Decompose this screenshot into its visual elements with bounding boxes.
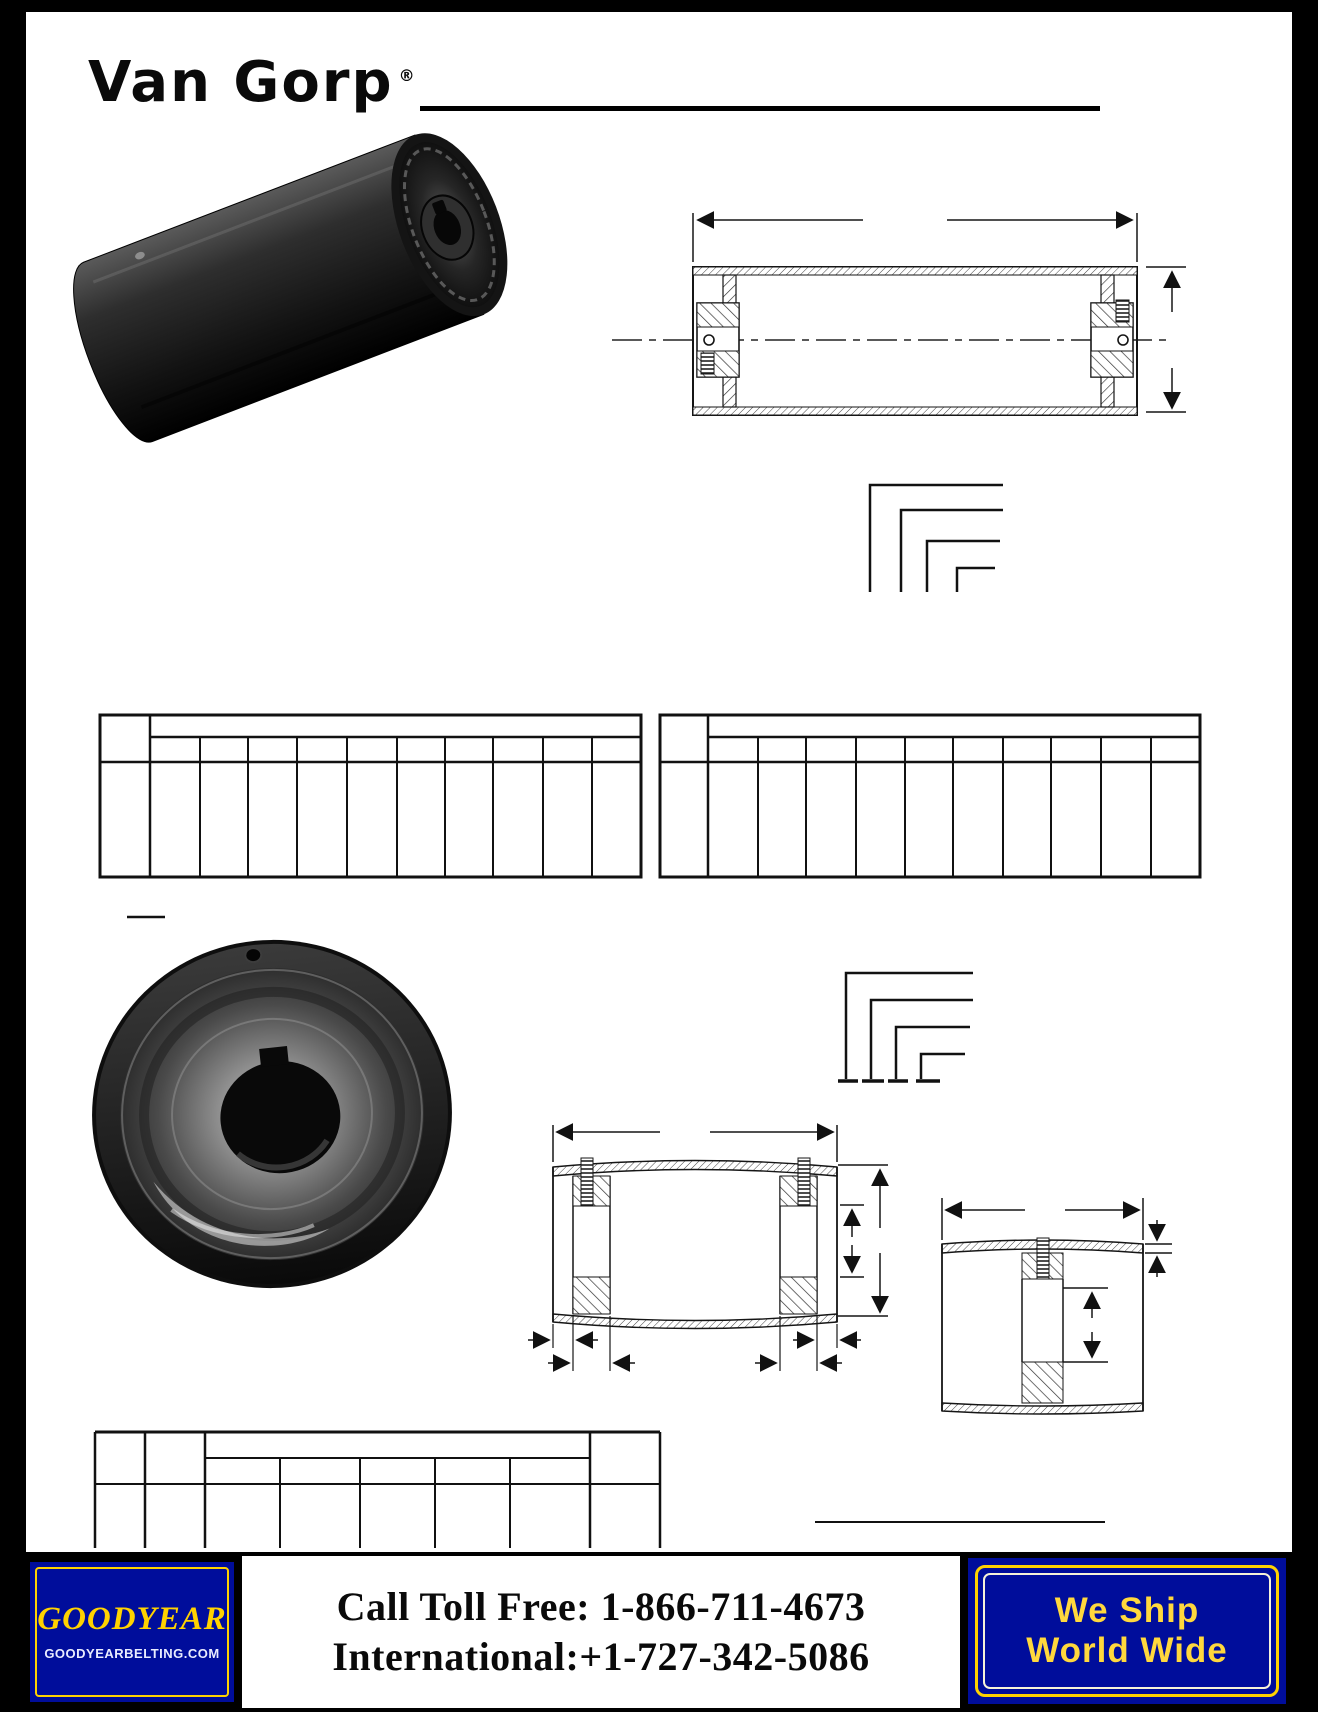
drum-pulley-section-drawing [612, 211, 1186, 416]
registered-mark: ® [398, 66, 415, 86]
we-ship-badge: We Ship World Wide [968, 1558, 1286, 1704]
logo-text: Van Gorp [88, 50, 394, 115]
page-border-left [0, 0, 26, 1712]
contact-panel: Call Toll Free: 1-866-711-4673 Internati… [242, 1556, 960, 1708]
page-border-right [1292, 0, 1318, 1712]
hub-pulley-photo [92, 939, 452, 1289]
goodyear-logo-panel: GOODYEAR GOODYEARBELTING.COM [30, 1562, 234, 1702]
we-ship-line1: We Ship [1054, 1590, 1200, 1630]
spec-table-left [98, 713, 643, 879]
drum-pulley-photo [73, 133, 508, 443]
footer: GOODYEAR GOODYEARBELTING.COM Call Toll F… [0, 1552, 1318, 1712]
we-ship-line2: World Wide [1026, 1631, 1228, 1670]
header-rule [420, 106, 1100, 111]
hub-pulley-section-drawing [528, 1123, 889, 1372]
toll-free-number: Call Toll Free: 1-866-711-4673 [336, 1584, 866, 1629]
goodyear-website: GOODYEARBELTING.COM [44, 1646, 220, 1661]
we-ship-badge-frame: We Ship World Wide [975, 1565, 1279, 1697]
van-gorp-logo: Van Gorp® [88, 50, 415, 115]
dimension-leader-lines-middle [838, 971, 973, 1083]
page-border-top [0, 0, 1318, 12]
spec-table-bottom [93, 1430, 662, 1548]
international-number: International:+1-727-342-5086 [332, 1634, 870, 1679]
goodyear-logo-frame: GOODYEAR GOODYEARBELTING.COM [35, 1567, 229, 1697]
we-ship-badge-inner-frame: We Ship World Wide [983, 1573, 1271, 1689]
goodyear-wordmark: GOODYEAR [37, 1601, 227, 1637]
dimension-leader-lines-top [868, 483, 1003, 592]
hub-pulley-end-section-drawing [941, 1198, 1172, 1415]
spec-table-right [658, 713, 1202, 879]
